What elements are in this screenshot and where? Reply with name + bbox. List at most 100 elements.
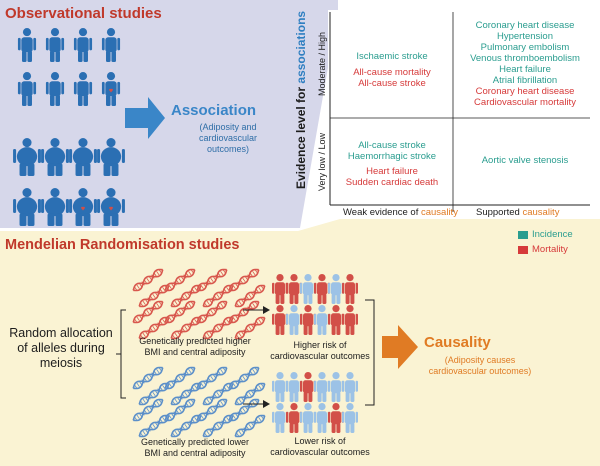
- person-icon: [101, 72, 121, 106]
- person-icon: [328, 274, 344, 304]
- outcome-incidence: Hypertension: [497, 31, 553, 42]
- dna-icon: [138, 414, 170, 438]
- dna-icon: [228, 398, 260, 422]
- dna-icon: [164, 398, 196, 422]
- person-icon: [328, 305, 344, 335]
- dna-icon: [228, 300, 260, 324]
- causality-title: Causality: [424, 334, 491, 351]
- person-icon: [17, 28, 37, 62]
- person-icon: [41, 138, 69, 176]
- outcome-incidence: Venous thromboembolism: [470, 53, 580, 64]
- higher-bmi-label: Genetically predicted higher BMI and cen…: [139, 336, 251, 357]
- outcome-mortality: Sudden cardiac death: [345, 177, 439, 188]
- dna-icon: [234, 284, 266, 308]
- legend-mortality-swatch: [518, 246, 528, 254]
- person-icon: [342, 372, 358, 402]
- dna-icon: [132, 300, 164, 324]
- dna-icon: [196, 268, 228, 292]
- person-icon: [342, 305, 358, 335]
- person-icon: [314, 274, 330, 304]
- mendelian-title: Mendelian Randomisation studies: [5, 237, 240, 253]
- outcome-incidence: Haemorrhagic stroke: [347, 151, 437, 162]
- outcome-mortality: Cardiovascular mortality: [474, 97, 576, 108]
- dna-icon: [170, 414, 202, 438]
- person-icon: [69, 138, 97, 176]
- person-icon: [314, 403, 330, 433]
- person-icon: [73, 28, 93, 62]
- person-icon: [45, 28, 65, 62]
- outcome-incidence: Ischaemic stroke: [356, 51, 428, 62]
- person-icon: [314, 372, 330, 402]
- arrow-lower-head: [263, 400, 270, 408]
- person-icon: [300, 274, 316, 304]
- person-icon: [17, 72, 37, 106]
- person-icon: [101, 28, 121, 62]
- dna-icon: [170, 316, 202, 340]
- arrow-higher-head: [263, 306, 270, 314]
- person-icon: [300, 305, 316, 335]
- legend-incidence-swatch: [518, 231, 528, 239]
- dna-icon: [170, 382, 202, 406]
- xlabel-weak: Weak evidence of causality: [343, 207, 458, 218]
- quadrant-low-weak: All-cause stroke Haemorrhagic stroke Hea…: [331, 140, 453, 188]
- outcome-mortality: Heart failure: [366, 166, 418, 177]
- legend: Incidence Mortality: [518, 228, 598, 258]
- person-icon: [97, 138, 125, 176]
- person-icon: [300, 372, 316, 402]
- person-icon: [272, 274, 288, 304]
- person-icon: [45, 72, 65, 106]
- quadrant-high-weak: Ischaemic stroke All-cause mortality All…: [331, 51, 453, 89]
- outcome-incidence: All-cause stroke: [358, 140, 426, 151]
- association-title: Association: [171, 102, 257, 119]
- person-icon: [69, 188, 97, 226]
- dna-icon: [132, 366, 164, 390]
- person-icon: [97, 188, 125, 226]
- higher-risk-label: Higher risk of cardiovascular outcomes: [270, 340, 370, 361]
- person-icon: [286, 372, 302, 402]
- dna-icon: [132, 398, 164, 422]
- dna-icon: [202, 382, 234, 406]
- dna-icon: [234, 382, 266, 406]
- dna-icon: [164, 268, 196, 292]
- lower-risk-label: Lower risk of cardiovascular outcomes: [270, 436, 370, 457]
- person-icon: [272, 403, 288, 433]
- dna-icon: [164, 366, 196, 390]
- person-icon: [286, 403, 302, 433]
- person-icon: [13, 188, 41, 226]
- dna-icon: [170, 284, 202, 308]
- causality-subtitle: (Adiposity causes cardiovascular outcome…: [428, 355, 532, 376]
- person-icon: [73, 72, 93, 106]
- dna-icon: [202, 414, 234, 438]
- causality-arrow: [382, 325, 418, 369]
- quadrant-low-supported: Aortic valve stenosis: [454, 155, 596, 166]
- dna-icon: [138, 382, 170, 406]
- outcome-mortality: All-cause stroke: [358, 78, 426, 89]
- outcome-incidence: Atrial fibrillation: [492, 75, 558, 86]
- dna-icon: [164, 300, 196, 324]
- bracket-right: [365, 299, 375, 406]
- legend-incidence-label: Incidence: [532, 229, 573, 240]
- observational-title: Observational studies: [5, 5, 162, 22]
- outcome-incidence: Aortic valve stenosis: [481, 155, 569, 166]
- outcome-mortality: All-cause mortality: [353, 67, 431, 78]
- person-icon: [342, 274, 358, 304]
- dna-icon: [228, 268, 260, 292]
- lower-bmi-label: Genetically predicted lower BMI and cent…: [140, 437, 250, 458]
- person-icon: [286, 305, 302, 335]
- person-icon: [272, 372, 288, 402]
- person-icon: [272, 305, 288, 335]
- outcome-incidence: Pulmonary embolism: [480, 42, 570, 53]
- person-icon: [41, 188, 69, 226]
- dna-icon: [196, 300, 228, 324]
- person-icon: [314, 305, 330, 335]
- quadrant-high-supported: Coronary heart disease Hypertension Pulm…: [454, 20, 596, 108]
- person-icon: [328, 403, 344, 433]
- legend-mortality-label: Mortality: [532, 244, 568, 255]
